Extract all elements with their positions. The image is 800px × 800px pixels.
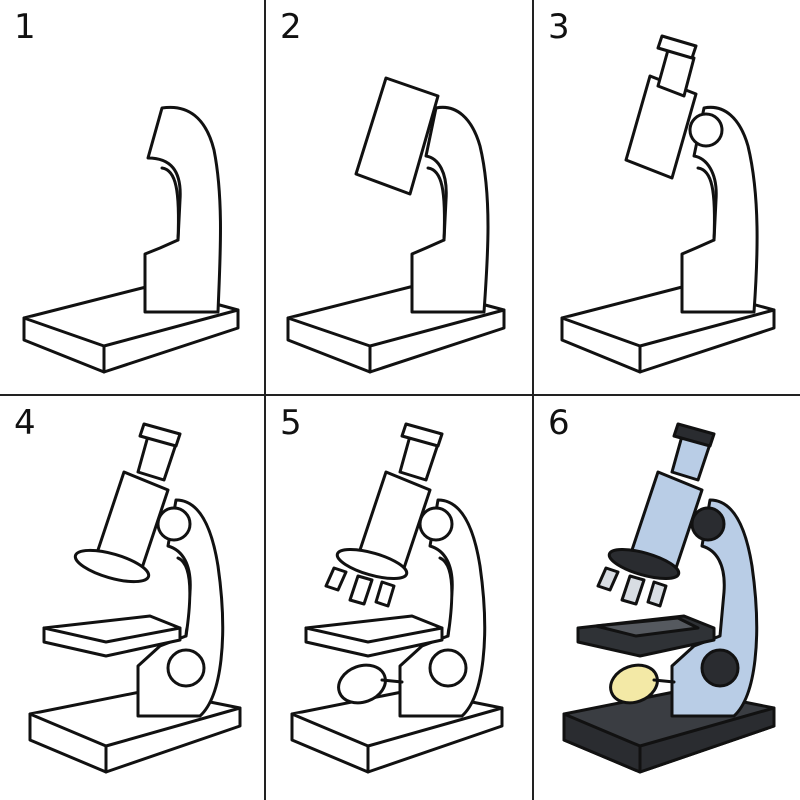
- eyepiece: [398, 422, 444, 482]
- step-number: 5: [280, 403, 302, 443]
- fine-focus-knob: [166, 648, 206, 688]
- step-1-drawing: [22, 105, 240, 374]
- step-number: 2: [280, 7, 302, 47]
- step-panel-1: 1: [0, 0, 266, 396]
- step-panel-6: 6: [534, 396, 800, 800]
- coarse-focus-knob: [690, 506, 726, 542]
- mirror: [609, 663, 676, 705]
- nosepiece: [607, 547, 681, 581]
- eyepiece: [670, 422, 716, 482]
- step-number: 1: [14, 7, 36, 47]
- eyepiece: [656, 34, 698, 98]
- coarse-focus-knob: [418, 506, 454, 542]
- step-panel-2: 2: [266, 0, 534, 396]
- nosepiece: [73, 548, 151, 584]
- fine-focus-knob: [428, 648, 468, 688]
- arm: [143, 105, 222, 314]
- step-5-drawing: [290, 422, 504, 774]
- step-number: 3: [548, 7, 570, 47]
- stage: [42, 614, 182, 658]
- objective-lenses: [324, 566, 396, 608]
- nosepiece: [335, 547, 409, 581]
- step-4-drawing: [28, 422, 242, 774]
- step-3-drawing: [560, 34, 776, 374]
- eyepiece: [136, 422, 182, 482]
- stage: [304, 614, 444, 658]
- arm: [410, 105, 490, 314]
- body-tube: [354, 76, 440, 196]
- step-2-drawing: [286, 76, 506, 374]
- step-number: 6: [548, 403, 570, 443]
- coarse-focus-knob: [688, 112, 724, 148]
- coarse-focus-knob: [156, 506, 192, 542]
- fine-focus-knob: [700, 648, 740, 688]
- stage: [576, 614, 716, 658]
- arm: [680, 105, 759, 314]
- step-6-drawing: [562, 422, 776, 774]
- step-number: 4: [14, 403, 36, 443]
- step-panel-5: 5: [266, 396, 534, 800]
- step-panel-4: 4: [0, 396, 266, 800]
- step-panel-3: 3: [534, 0, 800, 396]
- objective-lenses: [596, 566, 668, 608]
- mirror: [337, 663, 404, 705]
